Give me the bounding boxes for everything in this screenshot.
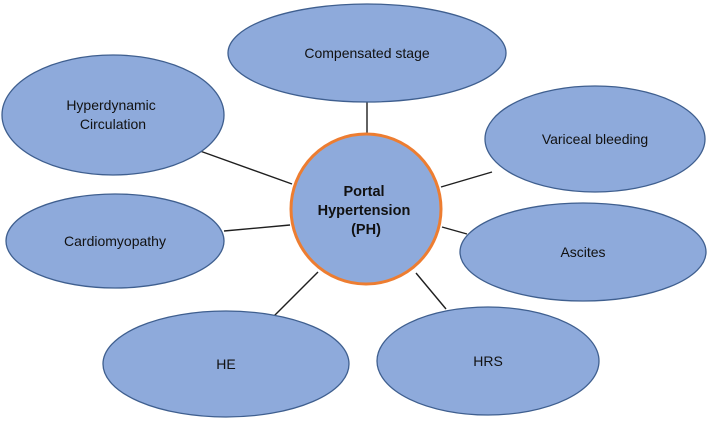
connector-he: [271, 271, 319, 319]
connectors: [199, 102, 493, 319]
node-label-line: HRS: [473, 353, 503, 369]
node-label-line: HE: [216, 356, 235, 372]
node-label: HE: [216, 356, 235, 372]
center-label-line: Portal: [343, 184, 384, 200]
center-label-line: Hypertension: [318, 203, 411, 219]
node-label-line: Circulation: [80, 116, 146, 132]
node-label: Variceal bleeding: [542, 131, 648, 147]
node-label: HRS: [473, 353, 503, 369]
connector-hrs: [415, 272, 447, 310]
connector-cardiomyopathy: [223, 224, 291, 232]
node-label-line: Cardiomyopathy: [64, 233, 166, 249]
node-ascites: Ascites: [459, 202, 707, 302]
node-label-line: Hyperdynamic: [66, 97, 155, 113]
center-label: Portal Hypertension (PH): [318, 184, 415, 238]
center-label-line: (PH): [351, 222, 381, 238]
node-hrs: HRS: [376, 306, 600, 416]
node-label-line: Ascites: [560, 244, 605, 260]
node-he: HE: [102, 310, 350, 418]
connector-variceal-bleeding: [440, 171, 493, 188]
node-hyperdynamic-circulation: Hyperdynamic Circulation: [1, 54, 225, 176]
node-cardiomyopathy: Cardiomyopathy: [5, 193, 225, 289]
node-label: Hyperdynamic Circulation: [66, 97, 159, 132]
node-label-line: Compensated stage: [304, 45, 430, 61]
node-label-line: Variceal bleeding: [542, 131, 648, 147]
node-label: Cardiomyopathy: [64, 233, 166, 249]
node-variceal-bleeding: Variceal bleeding: [484, 85, 706, 193]
node-portal-hypertension: Portal Hypertension (PH): [289, 132, 443, 286]
node-label: Ascites: [560, 244, 605, 260]
connector-ascites: [441, 226, 468, 235]
connector-hyperdynamic-circulation: [199, 150, 293, 185]
node-compensated-stage: Compensated stage: [227, 3, 507, 103]
node-label: Compensated stage: [304, 45, 430, 61]
